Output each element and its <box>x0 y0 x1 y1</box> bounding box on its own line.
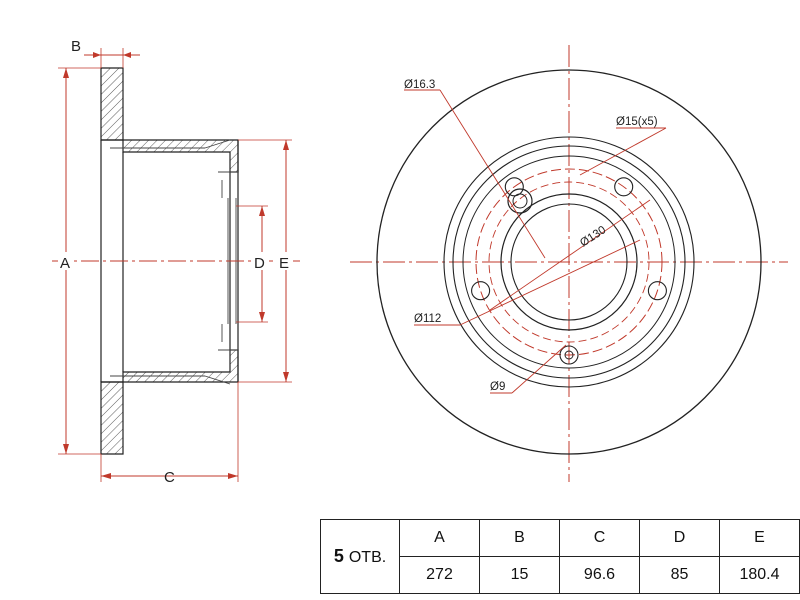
front-view: Ø16.3 Ø15(x5) Ø130 Ø112 Ø9 <box>350 45 788 482</box>
friction-inner-edge <box>443 136 695 388</box>
hub-bore-detail <box>218 171 238 351</box>
header-e: E <box>719 519 800 557</box>
spec-value-row: 272 15 96.6 85 180.4 <box>321 556 800 594</box>
dim-d-label: D <box>254 255 265 272</box>
hub-hole-outer <box>507 188 533 214</box>
spec-header-row: 5 ОТВ. A B C D E <box>320 519 800 594</box>
bolt-hole <box>647 281 667 301</box>
pcd-circle <box>475 168 663 356</box>
dim-d <box>236 205 269 323</box>
ring-dashed <box>488 181 650 343</box>
holes-count: 5 <box>333 546 344 566</box>
bolt-hole <box>559 345 579 365</box>
value-e: 180.4 <box>719 556 800 594</box>
value-b: 15 <box>479 556 560 594</box>
callout-center-bore: Ø112 <box>414 313 441 325</box>
value-a: 272 <box>399 556 480 594</box>
holes-unit: ОТВ. <box>348 549 387 566</box>
value-d: 85 <box>639 556 720 594</box>
hat-outer-circle <box>452 145 686 379</box>
bolt-holes <box>471 177 667 365</box>
holes-cell: 5 ОТВ. <box>320 519 400 594</box>
disc-outer-edge <box>376 69 762 455</box>
dim-e <box>238 139 293 383</box>
callout-pcd: Ø130 <box>578 224 608 249</box>
bolt-hole <box>471 281 491 301</box>
bolt-hole <box>504 177 524 197</box>
dim-b <box>84 48 140 68</box>
hat-inner-circle <box>462 155 676 369</box>
hat-outline <box>100 140 239 382</box>
dim-c <box>100 382 239 482</box>
spec-table: 5 ОТВ. A B C D E 272 15 96.6 85 180.4 <box>320 519 800 594</box>
header-d: D <box>639 519 720 557</box>
small-hole <box>564 350 574 360</box>
bolt-hole <box>614 177 634 197</box>
center-bore-inner <box>510 203 628 321</box>
center-bore-outer <box>500 193 638 331</box>
dim-c-label: C <box>164 469 175 486</box>
leader-lines <box>404 89 667 394</box>
callout-small-hole: Ø9 <box>490 381 505 393</box>
hub-hole-inner <box>512 193 528 209</box>
value-c: 96.6 <box>559 556 640 594</box>
header-c: C <box>559 519 640 557</box>
dim-e-label: E <box>279 255 289 272</box>
header-b: B <box>479 519 560 557</box>
side-section-view: A B C D <box>52 38 300 486</box>
dim-a <box>58 67 101 455</box>
dim-b-label: B <box>71 38 81 55</box>
callout-hub-hole: Ø16.3 <box>404 79 435 91</box>
header-a: A <box>399 519 480 557</box>
hat-inner-lines <box>110 139 231 385</box>
callout-bolt-holes: Ø15(x5) <box>616 116 658 128</box>
dim-a-label: A <box>60 255 70 272</box>
